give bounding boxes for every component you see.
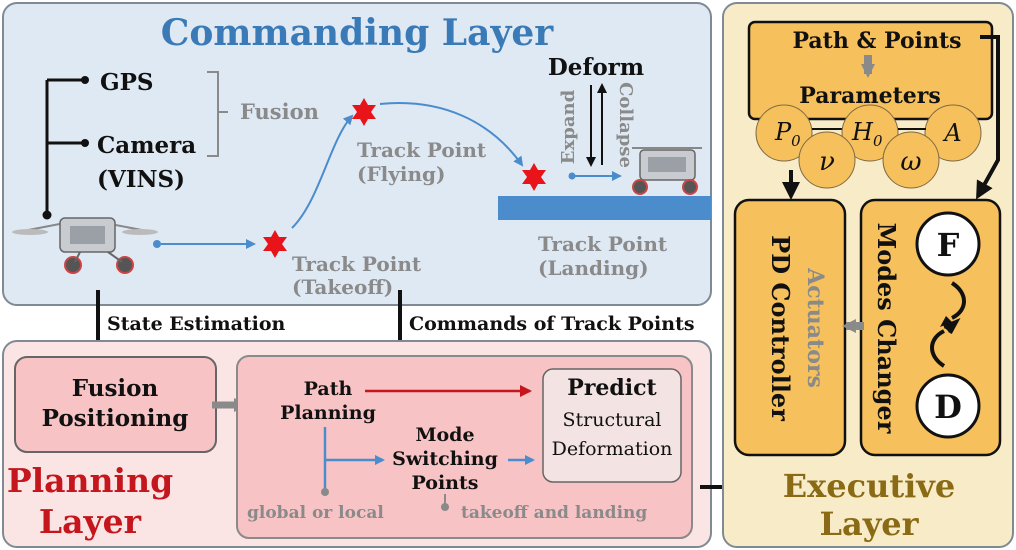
track-flying-label-line2: (Flying) [357, 162, 445, 186]
camera-label: Camera [97, 132, 196, 159]
trajectory-start-dot [153, 240, 161, 248]
param-omega-circle [882, 131, 940, 189]
param-nu-label: ν [819, 147, 835, 177]
param-p0-circle [755, 104, 813, 162]
global-local-node [321, 488, 329, 496]
commands-label: Commands of Track Points [409, 313, 695, 335]
expand-label: Expand [558, 89, 579, 164]
param-a-label: A [942, 119, 961, 147]
mode-switch-cycle-icon [930, 281, 966, 368]
param-p0-label: P0 [774, 118, 801, 150]
takeoff-landing-node [441, 503, 449, 511]
fusion-brace [207, 71, 228, 157]
path-planning-line2: Planning [280, 402, 376, 424]
predict-label: Predict [567, 375, 657, 401]
mode-d-circle [915, 373, 981, 439]
mode-switching-line1: Mode [415, 424, 474, 446]
trajectory-climb-arrow [291, 114, 354, 229]
planning-layer-title-line1: Planning [7, 461, 173, 500]
executive-layer-title-line1: Executive [783, 467, 955, 505]
predict-box [542, 368, 682, 483]
track-takeoff-label-line1: Track Point [292, 252, 422, 276]
planning-layer-title-line2: Layer [39, 502, 142, 541]
param-a-circle [924, 104, 982, 162]
track-takeoff-label-line2: (Takeoff) [292, 275, 393, 299]
path-planning-line1: Path [304, 378, 353, 400]
modes-changer-label: Modes Changer [872, 223, 901, 434]
sensor-node-gps [81, 76, 89, 84]
track-landing-label-line2: (Landing) [538, 256, 649, 280]
mode-f-circle [915, 211, 981, 277]
mode-switching-line3: Points [412, 472, 479, 494]
mode-d-label: D [934, 388, 962, 426]
takeoff-landing-label: takeoff and landing [461, 503, 647, 523]
global-local-label: global or local [247, 503, 384, 523]
param-nu-circle [798, 131, 856, 189]
landing-platform [498, 196, 711, 220]
mode-f-label: F [937, 226, 960, 264]
takeoff-track-point-star [263, 230, 287, 258]
path-to-modes-arrow [976, 35, 1000, 200]
param-omega-label: ω [900, 147, 921, 177]
executive-layer-title-line2: Layer [819, 505, 919, 543]
param-h0-label: H0 [851, 118, 883, 150]
commanding-layer: Commanding Layer GPS Camera (VINS) Fusio… [2, 2, 712, 306]
commanding-layer-panel [2, 2, 712, 306]
mode-switching-line2: Switching [392, 448, 498, 470]
pd-controller-label: PD Controller [766, 235, 795, 421]
executive-layer: Path & Points Parameters P0 H0 A ν ω PD … [722, 2, 1014, 548]
collapse-label: Collapse [615, 82, 636, 168]
landing-approach-dot [568, 172, 576, 180]
vins-label: (VINS) [97, 166, 185, 193]
parameter-circles [755, 104, 982, 189]
track-flying-label-line1: Track Point [357, 138, 487, 162]
state-estimation-label: State Estimation [107, 313, 286, 335]
actuators-label: Actuators [802, 267, 828, 388]
gps-label: GPS [100, 69, 154, 96]
commanding-layer-title: Commanding Layer [161, 12, 555, 54]
fusion-label: Fusion [240, 99, 319, 124]
drone-flying-image [12, 217, 158, 274]
fusion-positioning-line1: Fusion [72, 375, 159, 402]
fusion-positioning-line2: Positioning [42, 405, 189, 432]
trajectory-descent-arrow [379, 102, 524, 167]
sensor-node-root [42, 210, 52, 220]
track-landing-label-line1: Track Point [538, 232, 668, 256]
param-h0-circle [841, 104, 899, 162]
sensor-tree [45, 78, 85, 215]
drone-ground-image [632, 147, 702, 195]
planning-layer: Fusion Positioning Planning Layer Path P… [2, 340, 712, 548]
deformation-label: Deformation [552, 438, 673, 460]
flying-track-point-star [352, 98, 376, 126]
sensor-node-camera [81, 139, 89, 147]
structural-label: Structural [563, 409, 662, 431]
deform-label: Deform [548, 54, 644, 81]
path-points-label: Path & Points [792, 28, 961, 54]
landing-track-point-star [522, 163, 546, 191]
